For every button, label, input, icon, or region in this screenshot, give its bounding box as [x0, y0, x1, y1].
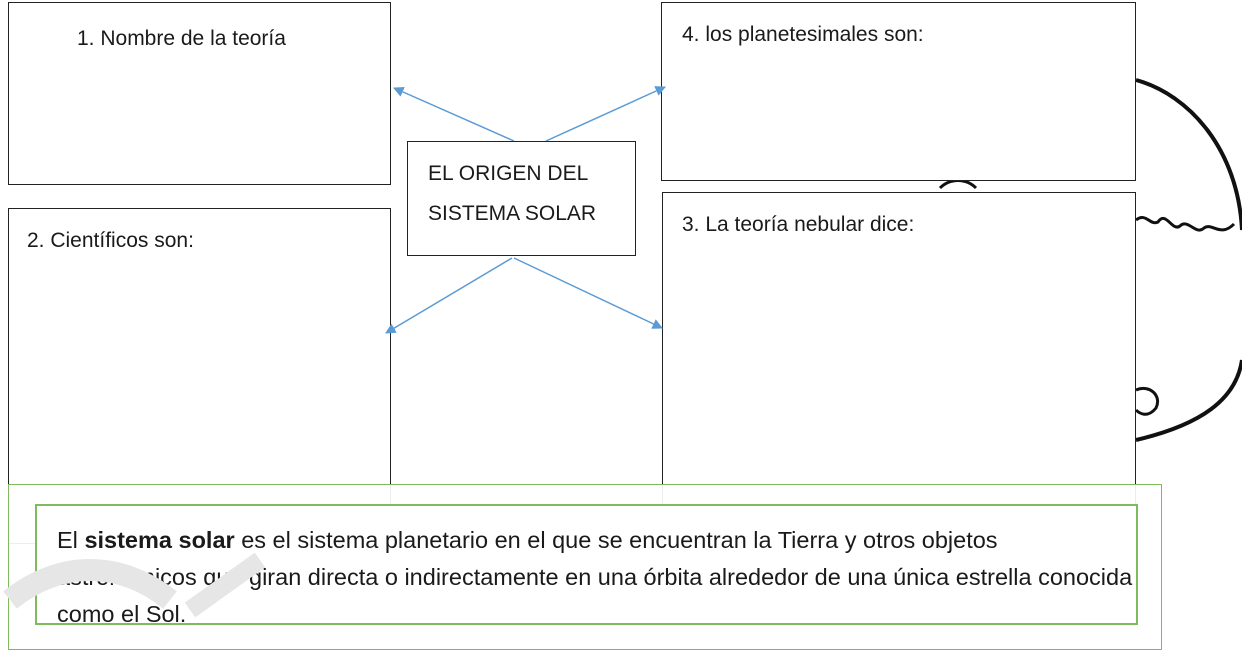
planetesimals-box: 4. los planetesimales son: — [661, 2, 1136, 181]
center-topic-line-2: SISTEMA SOLAR — [428, 202, 597, 225]
nebular-theory-label: 3. La teoría nebular dice: — [682, 213, 915, 236]
definition-inner-frame: El sistema solar es el sistema planetari… — [35, 504, 1138, 627]
definition-text-start: El — [57, 527, 85, 553]
theory-name-box: 1. Nombre de la teoría — [8, 2, 391, 185]
globe-coastline — [1135, 216, 1236, 232]
globe-outline — [1135, 78, 1242, 442]
scientists-label: 2. Científicos son: — [27, 229, 194, 252]
theory-name-label: 1. Nombre de la teoría — [77, 27, 286, 50]
definition-text: El sistema solar es el sistema planetari… — [57, 522, 1137, 633]
globe-continent-fragment — [938, 179, 978, 190]
globe-continent — [1134, 387, 1159, 416]
definition-panel: El sistema solar es el sistema planetari… — [8, 484, 1162, 650]
center-topic-line-1: EL ORIGEN DEL — [428, 162, 589, 185]
center-topic-box: EL ORIGEN DEL SISTEMA SOLAR — [407, 141, 636, 256]
nebular-theory-box: 3. La teoría nebular dice: — [662, 192, 1136, 542]
definition-bold-term: sistema solar — [84, 527, 235, 553]
planetesimals-label: 4. los planetesimales son: — [682, 23, 924, 46]
